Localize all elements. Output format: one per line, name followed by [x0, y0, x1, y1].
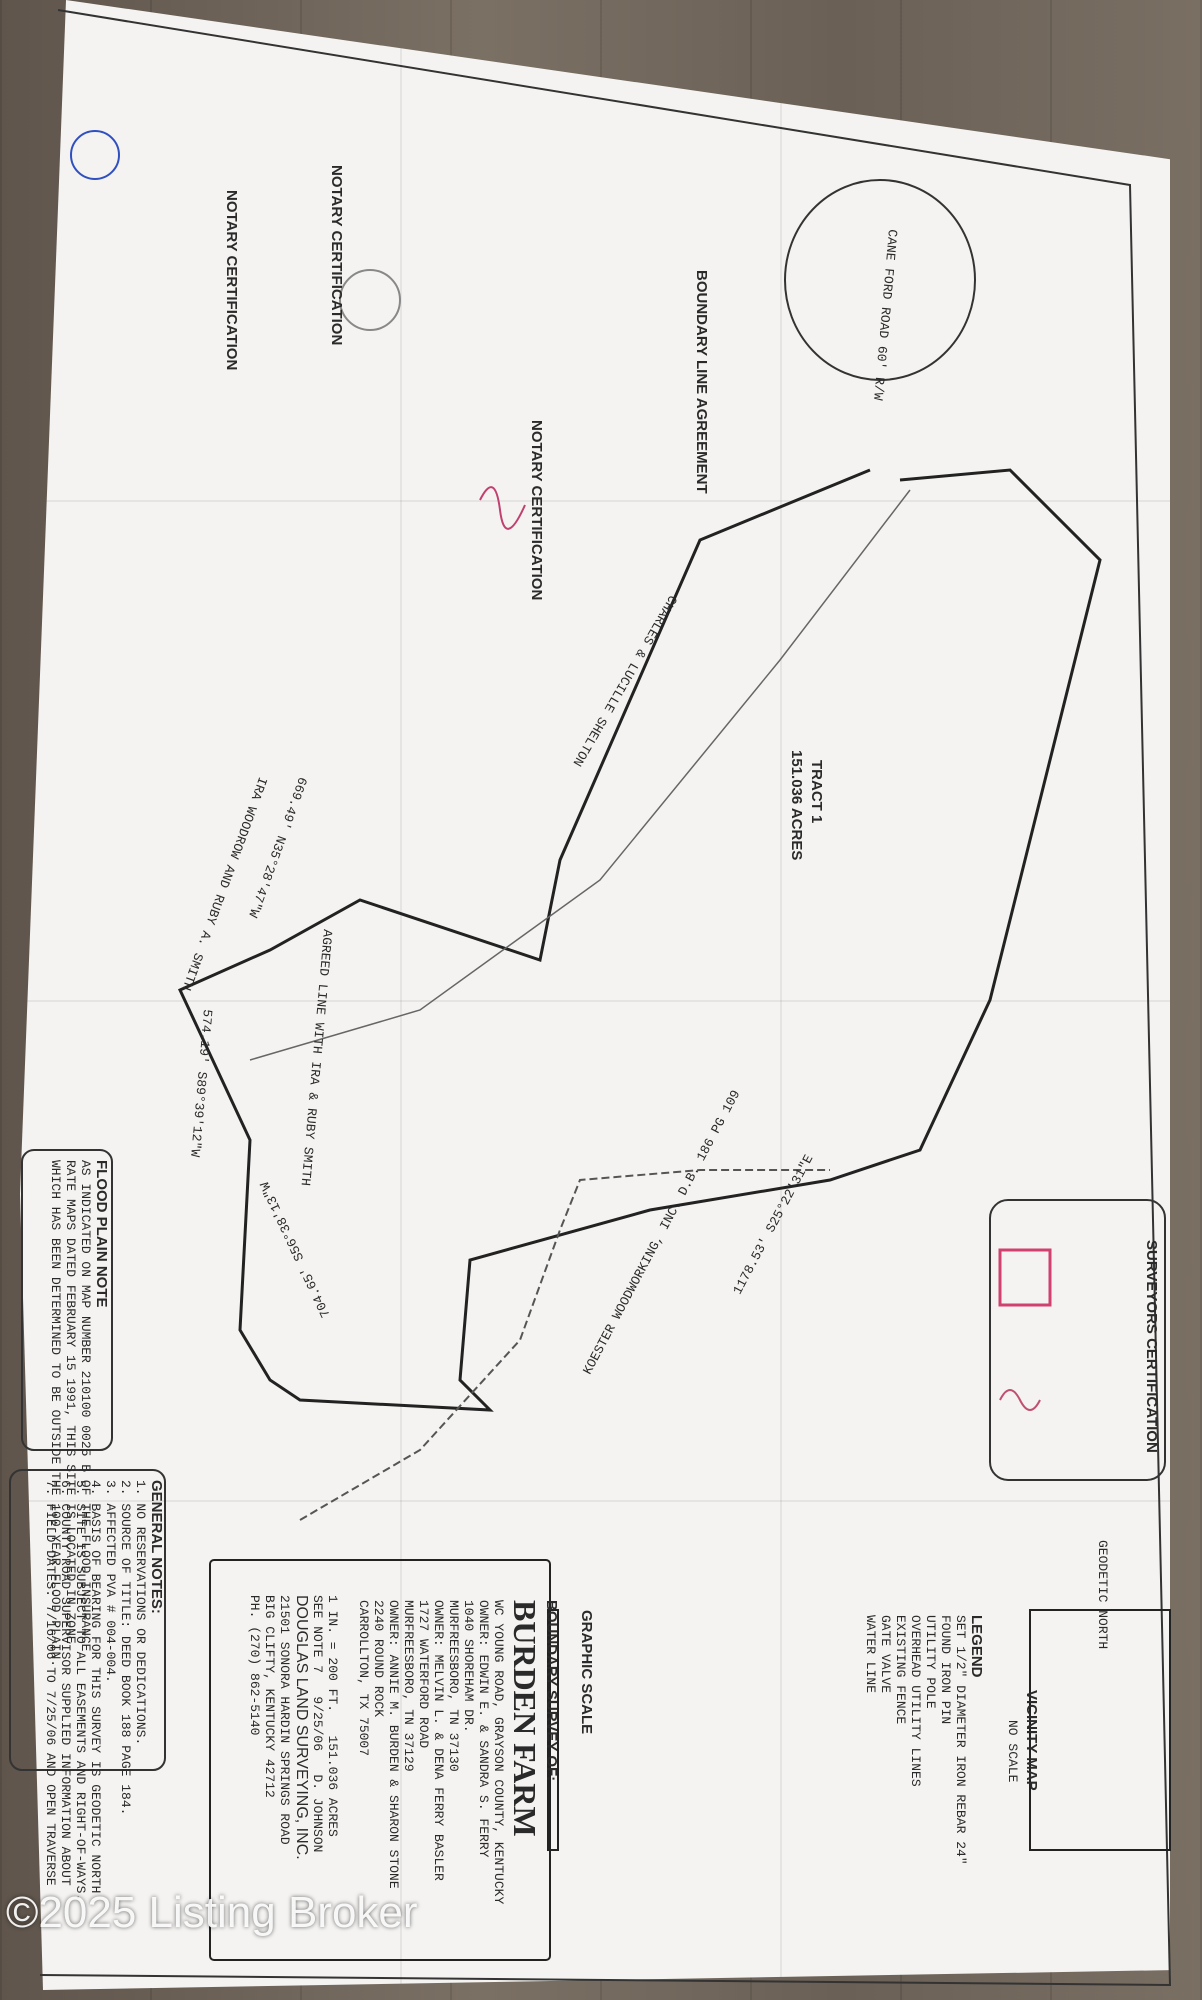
vicinity-map-title: VICINITY MAP: [1023, 1690, 1040, 1791]
legend-item: GATE VALVE: [878, 1615, 893, 1694]
road-name: WC YOUNG ROAD, GRAYSON COUNTY, KENTUCKY: [491, 1600, 506, 1905]
flood-note-border: [21, 1149, 113, 1451]
owner-2: OWNER: MELVIN L. & DENA FERRY BASLER: [431, 1600, 446, 1881]
notary-cert-title-2: NOTARY CERTIFICATION: [223, 190, 240, 371]
notary-stamp: [70, 130, 120, 180]
legend-title: LEGEND: [968, 1615, 985, 1678]
see-note: SEE NOTE 7: [310, 1595, 325, 1674]
title-block-meta: 1 IN. = 200 FT. 151.036 ACRES SEE NOTE 7…: [247, 1595, 340, 1860]
surveyor-seal: [998, 1248, 1052, 1307]
owner-1: OWNER: EDWIN E. & SANDRA S. FERRY: [476, 1600, 491, 1858]
notary-seal: [339, 269, 401, 331]
fold-line: [20, 1500, 1170, 1502]
legend-item: OVERHEAD UTILITY LINES: [908, 1615, 923, 1787]
legend-item: FOUND IRON PIN: [938, 1615, 953, 1725]
vicinity-no-scale: NO SCALE: [1005, 1720, 1020, 1783]
owner-3-addr2: CARROLLTON, TX 75007: [356, 1600, 371, 1757]
notary-cert-title: NOTARY CERTIFICATION: [328, 165, 345, 346]
vicinity-map-border: [1029, 1609, 1171, 1851]
company-name: DOUGLAS LAND SURVEYING, INC.: [293, 1595, 310, 1860]
tract-acres: 151.036 ACRES: [788, 750, 805, 861]
general-notes-border: [9, 1469, 166, 1771]
graphic-scale-label: GRAPHIC SCALE: [578, 1610, 595, 1735]
date-value: 9/25/06: [310, 1696, 325, 1752]
owner-3-addr1: 2240 ROUND ROCK: [371, 1600, 386, 1718]
fold-line: [20, 1000, 1170, 1002]
flood-text: RATE MAPS DATED FEBRUARY 15 1991, THIS S…: [63, 1160, 78, 1644]
surveyor-cert-title: SURVEYORS CERTIFICATION: [1143, 1240, 1160, 1453]
legend-item: WATER LINE: [863, 1615, 878, 1694]
legend-item: EXISTING FENCE: [893, 1615, 908, 1725]
owner-2-addr2: MURFREESBORO, TN 37129: [401, 1600, 416, 1772]
drawn-by: D. JOHNSON: [310, 1774, 325, 1853]
signature: [479, 486, 526, 530]
tract-label: TRACT 1: [808, 760, 825, 824]
surveyor-cert-border: [989, 1199, 1166, 1481]
legend: LEGEND SET 1/2" DIAMETER IRON REBAR 24" …: [863, 1615, 985, 1865]
fold-line: [780, 0, 782, 1990]
company-phone: PH. (270) 862-5140: [247, 1595, 262, 1736]
general-notes-title: GENERAL NOTES:: [148, 1480, 165, 1614]
surveyor-signature: [999, 1389, 1041, 1411]
fold-line: [20, 500, 1170, 502]
boundary-line: [177, 468, 1102, 1412]
legend-item: UTILITY POLE: [923, 1615, 938, 1709]
drawing-border: [39, 9, 1172, 1987]
boundary-agreement-title: BOUNDARY LINE AGREEMENT: [693, 270, 710, 494]
title-block-border: [209, 1559, 551, 1961]
owner-1-addr2: MURFREESBORO, TN 37130: [446, 1600, 461, 1772]
flood-plain-title: FLOOD PLAIN NOTE: [93, 1160, 110, 1308]
survey-plat-paper: [20, 0, 1170, 1990]
owner-3: OWNER: ANNIE M. BURDEN & SHARON STONE: [386, 1600, 401, 1889]
scale-value: 1 IN. = 200 FT.: [325, 1595, 340, 1713]
utility-line: [249, 489, 911, 1061]
notary-cert-title-3: NOTARY CERTIFICATION: [528, 420, 545, 601]
flood-text: AS INDICATED ON MAP NUMBER 210100 0025 B…: [78, 1160, 93, 1652]
road-line: [299, 1169, 830, 1521]
watermark: ©2025 Listing Broker: [6, 1888, 418, 1937]
flood-plain-note: FLOOD PLAIN NOTE AS INDICATED ON MAP NUM…: [48, 1160, 110, 1667]
flood-text: WHICH HAS BEEN DETERMINED TO BE OUTSIDE …: [48, 1160, 63, 1668]
company-addr2: BIG CLIFTY, KENTUCKY 42712: [262, 1595, 277, 1798]
legend-item: SET 1/2" DIAMETER IRON REBAR 24": [953, 1615, 968, 1865]
title-block: BOUNDARY SURVEY OF: BURDEN FARM WC YOUNG…: [356, 1600, 560, 1904]
fold-line: [400, 0, 402, 1990]
acres-value: 151.036 ACRES: [325, 1735, 340, 1837]
detail-circle: [784, 179, 976, 381]
company-addr1: 21501 SONORA HARDIN SPRINGS ROAD: [277, 1595, 292, 1845]
note-item: 2. SOURCE OF TITLE: DEED BOOK 188 PAGE 1…: [118, 1480, 133, 1816]
note-item: 1. NO RESERVATIONS OR DEDICATIONS.: [133, 1480, 148, 1746]
farm-name: BURDEN FARM: [507, 1600, 543, 1837]
geodetic-north: GEODETIC NORTH: [1095, 1540, 1110, 1650]
survey-of: BOUNDARY SURVEY OF:: [543, 1600, 560, 1782]
owner-2-addr1: 1727 WATERFORD ROAD: [416, 1600, 431, 1749]
owner-1-addr1: 1040 SHOREHAM DR.: [461, 1600, 476, 1733]
graphic-scale-bar: [547, 1609, 559, 1851]
